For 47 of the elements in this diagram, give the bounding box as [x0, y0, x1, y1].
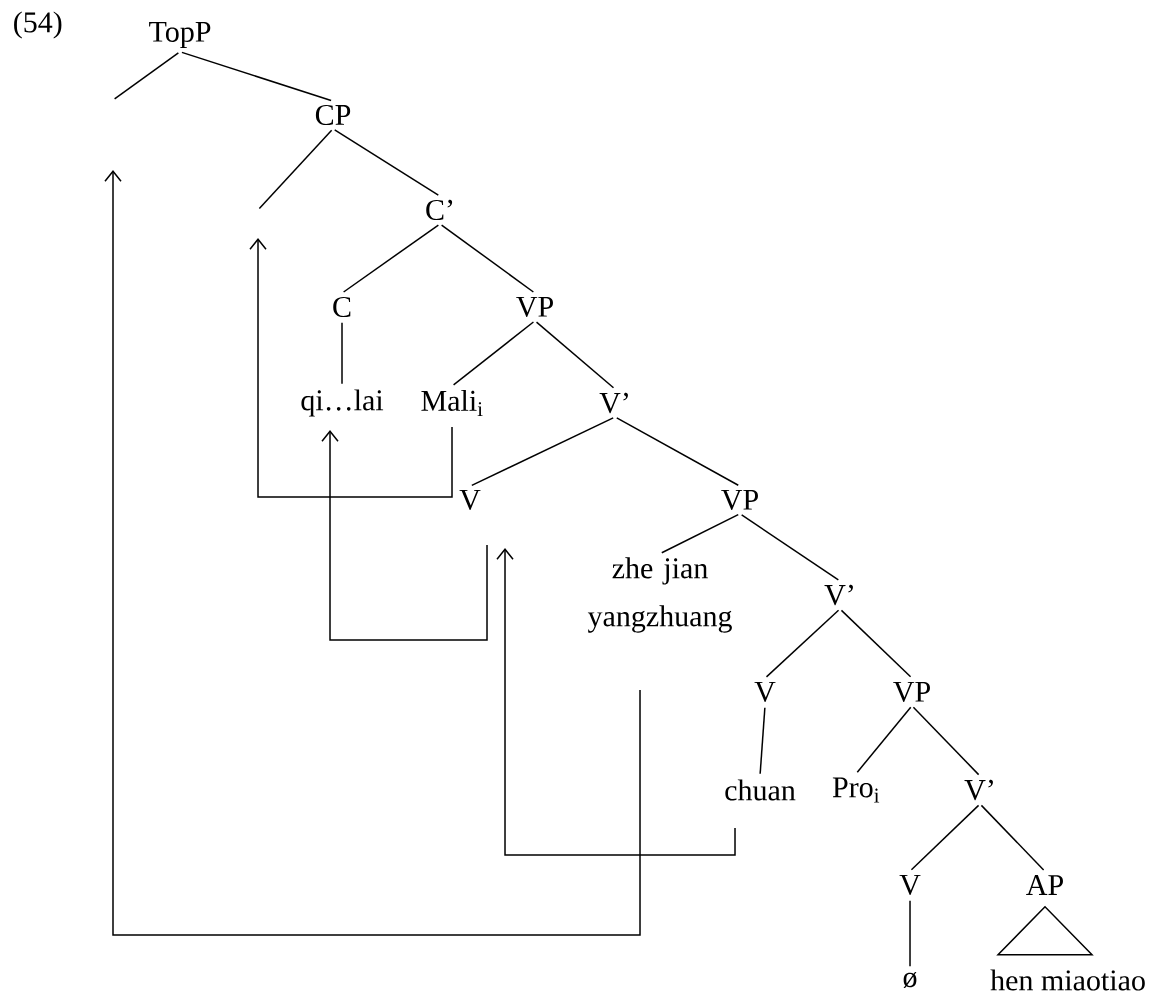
movement-arrow — [104, 170, 641, 936]
tree-label: VP — [721, 489, 758, 511]
tree-label: V — [899, 874, 921, 896]
tree-branch — [440, 224, 535, 293]
tree-branch — [765, 609, 840, 678]
tree-branch — [452, 321, 535, 386]
tree-label: V — [459, 489, 481, 511]
tree-branch — [471, 417, 614, 487]
tree-label: V’ — [964, 779, 993, 801]
tree-branch — [856, 706, 912, 773]
tree-label: V’ — [599, 392, 628, 414]
tree-label: Mali$_{i}$ — [421, 389, 483, 417]
tree-branch — [342, 224, 440, 293]
movement-arrow — [496, 548, 736, 856]
tree-label: VP — [893, 681, 930, 703]
tree-branch — [113, 52, 180, 100]
tree-branch — [258, 129, 333, 210]
movement-arrow — [321, 430, 488, 641]
tree-branch — [840, 609, 912, 678]
tree-branch — [181, 51, 332, 102]
tree-label: C’ — [426, 199, 453, 221]
tree-branch — [740, 514, 840, 581]
tree-branch — [333, 129, 440, 196]
tree-branch — [535, 321, 615, 389]
tree-label: Pro$_{i}$ — [832, 777, 880, 803]
tree-label: chuan — [725, 779, 796, 801]
tree-branch — [980, 804, 1045, 871]
example-number: (54) — [14, 11, 62, 39]
tree-label: TopP — [149, 21, 211, 48]
tree-branch — [909, 900, 911, 967]
tree-branch — [661, 513, 739, 554]
tree-label: AP — [1026, 875, 1063, 895]
tree-branch — [910, 804, 980, 871]
tree-branch — [759, 707, 766, 775]
tree-label: hen miaotiao — [990, 969, 1145, 991]
tree-label: V’ — [824, 584, 853, 606]
tree-label: ø — [903, 971, 917, 989]
tree-label: zhe jian yangzhuang — [587, 557, 732, 633]
tree-branch — [912, 706, 980, 776]
tree-branch — [616, 417, 739, 486]
tree-branch — [341, 322, 343, 385]
tree-label: CP — [315, 104, 351, 126]
tree-label: qi…lai — [301, 389, 384, 417]
tree-label: V — [754, 681, 776, 703]
tree-label: VP — [516, 296, 553, 318]
movement-arrow — [249, 238, 453, 498]
tree-label: C — [333, 296, 351, 318]
